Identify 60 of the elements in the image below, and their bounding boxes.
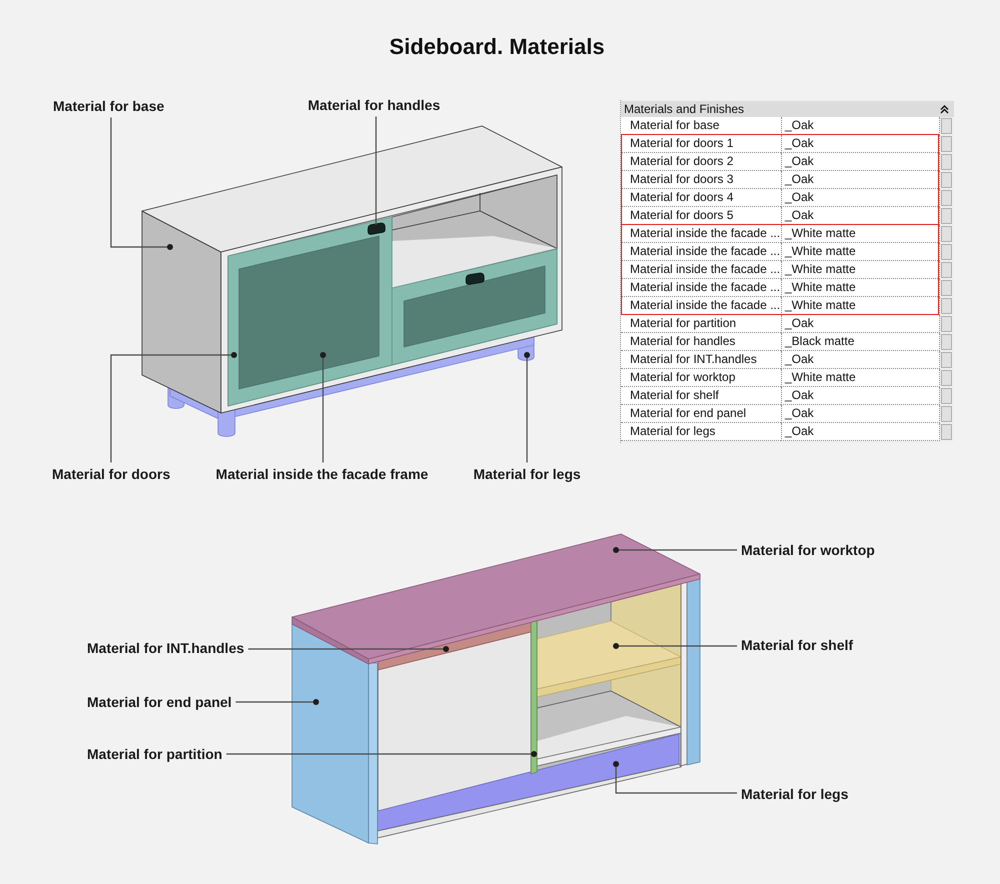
- property-value: _Oak: [781, 351, 940, 369]
- callout-label: Material for doors: [48, 462, 174, 486]
- leader-line: [110, 352, 237, 462]
- panel-title: Materials and Finishes: [624, 101, 744, 117]
- property-name: Material for doors 2: [621, 153, 781, 171]
- property-value: _White matte: [781, 369, 940, 387]
- diagram-title: Sideboard. Materials: [389, 34, 605, 60]
- property-name: Material for shelf: [621, 387, 781, 405]
- leader-line: [613, 643, 737, 649]
- leader-line: [320, 352, 326, 462]
- property-name: Material for partition: [621, 315, 781, 333]
- property-value: _Oak: [781, 135, 940, 153]
- property-name: Material for end panel: [621, 405, 781, 423]
- leader-line: [524, 352, 530, 462]
- property-value: _Oak: [781, 423, 940, 441]
- leader-line: [613, 761, 737, 794]
- callout-label: Material for legs: [469, 462, 585, 486]
- callout-label: Material for handles: [304, 94, 444, 116]
- property-value: _Black matte: [781, 333, 940, 351]
- callout-label: Material for shelf: [737, 634, 858, 656]
- property-value: _White matte: [781, 279, 940, 297]
- callout-label: Material for end panel: [83, 690, 236, 714]
- callout-label: Material for worktop: [737, 538, 879, 562]
- callout-label: Material for partition: [83, 742, 226, 766]
- property-name: Material inside the facade ...: [621, 279, 781, 297]
- property-name: Material inside the facade ...: [621, 297, 781, 315]
- property-name: Material inside the facade ...: [621, 225, 781, 243]
- property-value: _Oak: [781, 207, 940, 225]
- property-name: Material for INT.handles: [621, 351, 781, 369]
- leader-line: [373, 116, 379, 231]
- property-value: _Oak: [781, 189, 940, 207]
- property-value: _Oak: [781, 387, 940, 405]
- property-name: Material for handles: [621, 333, 781, 351]
- property-name: Material inside the facade ...: [621, 243, 781, 261]
- property-value: _Oak: [781, 171, 940, 189]
- property-name: Material for doors 5: [621, 207, 781, 225]
- property-value: _White matte: [781, 261, 940, 279]
- property-name: Material for legs: [621, 423, 781, 441]
- property-value: _Oak: [781, 117, 940, 135]
- property-name: Material for doors 3: [621, 171, 781, 189]
- leader-line: [613, 547, 737, 553]
- property-name: Material for doors 4: [621, 189, 781, 207]
- property-name: Material for doors 1: [621, 135, 781, 153]
- property-value: _Oak: [781, 153, 940, 171]
- leader-line: [236, 699, 319, 705]
- property-value: _White matte: [781, 225, 940, 243]
- property-name: Material for base: [621, 117, 781, 135]
- callout-label: Material for base: [49, 94, 168, 118]
- leader-line: [248, 646, 449, 652]
- property-value: _White matte: [781, 243, 940, 261]
- property-value: _Oak: [781, 405, 940, 423]
- callout-label: Material for legs: [737, 782, 852, 806]
- property-value: _Oak: [781, 315, 940, 333]
- property-name: Material inside the facade ...: [621, 261, 781, 279]
- property-value: _White matte: [781, 297, 940, 315]
- leader-line: [110, 118, 173, 250]
- property-name: Material for worktop: [621, 369, 781, 387]
- callout-label: Material for INT.handles: [83, 636, 248, 660]
- callout-label: Material inside the facade frame: [212, 462, 432, 486]
- leader-line: [226, 751, 537, 757]
